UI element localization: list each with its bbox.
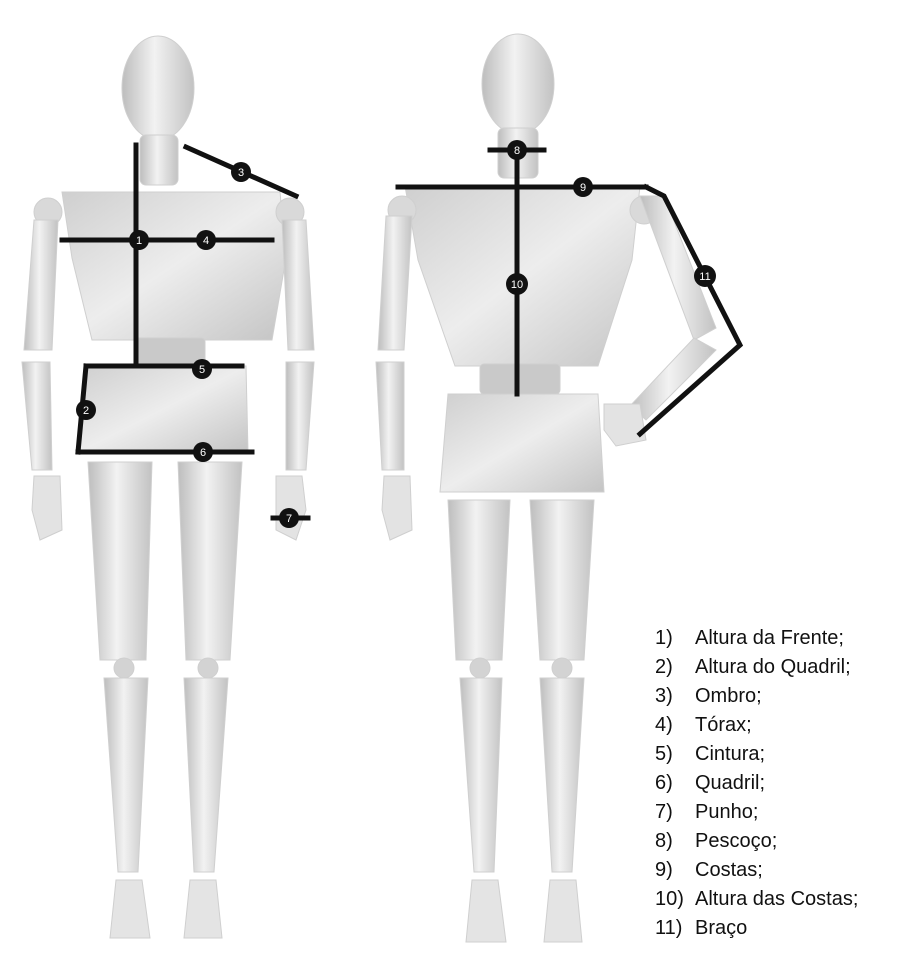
front-neck bbox=[140, 135, 178, 185]
legend-number: 11) bbox=[655, 914, 695, 943]
svg-text:3: 3 bbox=[238, 167, 244, 179]
back-right-foot bbox=[544, 880, 582, 942]
back-right-knee bbox=[552, 658, 572, 678]
front-right-foot bbox=[184, 880, 222, 938]
legend-item: 8)Pescoço; bbox=[655, 827, 902, 856]
legend-label: Cintura; bbox=[695, 740, 765, 769]
marker-5: 5 bbox=[192, 359, 212, 379]
legend-label: Braço bbox=[695, 914, 747, 943]
back-right-hand bbox=[604, 404, 646, 446]
back-pelvis bbox=[440, 394, 604, 492]
marker-7: 7 bbox=[279, 508, 299, 528]
front-waist bbox=[135, 338, 205, 366]
front-left-hand bbox=[32, 476, 62, 540]
legend-item: 10)Altura das Costas; bbox=[655, 885, 902, 914]
front-right-upper-arm bbox=[282, 220, 314, 350]
front-chest bbox=[62, 192, 286, 340]
svg-text:2: 2 bbox=[83, 405, 89, 417]
marker-4: 4 bbox=[196, 230, 216, 250]
legend-label: Altura das Costas; bbox=[695, 885, 858, 914]
legend-item: 4)Tórax; bbox=[655, 711, 902, 740]
front-mannequin bbox=[22, 36, 314, 938]
legend-item: 6)Quadril; bbox=[655, 769, 902, 798]
svg-text:9: 9 bbox=[580, 182, 586, 194]
legend-number: 9) bbox=[655, 856, 695, 885]
front-left-knee bbox=[114, 658, 134, 678]
front-right-hand bbox=[276, 476, 306, 540]
front-right-shin bbox=[184, 678, 228, 872]
legend-item: 5)Cintura; bbox=[655, 740, 902, 769]
legend-label: Pescoço; bbox=[695, 827, 777, 856]
back-right-shin bbox=[540, 678, 584, 872]
legend-number: 2) bbox=[655, 653, 695, 682]
front-left-forearm bbox=[22, 362, 52, 470]
marker-6: 6 bbox=[193, 442, 213, 462]
svg-text:7: 7 bbox=[286, 513, 292, 525]
legend-item: 2)Altura do Quadril; bbox=[655, 653, 902, 682]
back-head bbox=[482, 34, 554, 134]
back-left-foot bbox=[466, 880, 506, 942]
front-head bbox=[122, 36, 194, 140]
marker-1: 1 bbox=[129, 230, 149, 250]
svg-text:4: 4 bbox=[203, 235, 209, 247]
marker-2: 2 bbox=[76, 400, 96, 420]
legend-number: 8) bbox=[655, 827, 695, 856]
legend-label: Tórax; bbox=[695, 711, 752, 740]
legend-item: 9)Costas; bbox=[655, 856, 902, 885]
back-left-hand bbox=[382, 476, 412, 540]
svg-text:6: 6 bbox=[200, 447, 206, 459]
marker-8: 8 bbox=[507, 140, 527, 160]
legend-number: 3) bbox=[655, 682, 695, 711]
legend-number: 5) bbox=[655, 740, 695, 769]
legend-label: Altura da Frente; bbox=[695, 624, 844, 653]
back-right-thigh bbox=[530, 500, 594, 660]
back-waist bbox=[480, 364, 560, 394]
back-left-shin bbox=[460, 678, 502, 872]
front-left-foot bbox=[110, 880, 150, 938]
back-left-knee bbox=[470, 658, 490, 678]
back-left-upper-arm bbox=[378, 216, 412, 350]
legend-label: Ombro; bbox=[695, 682, 762, 711]
front-right-knee bbox=[198, 658, 218, 678]
marker-3: 3 bbox=[231, 162, 251, 182]
marker-9: 9 bbox=[573, 177, 593, 197]
svg-text:11: 11 bbox=[699, 271, 710, 283]
svg-text:5: 5 bbox=[199, 364, 205, 376]
legend-label: Costas; bbox=[695, 856, 763, 885]
legend-item: 7)Punho; bbox=[655, 798, 902, 827]
front-right-thigh bbox=[178, 462, 242, 660]
legend-label: Quadril; bbox=[695, 769, 765, 798]
front-left-thigh bbox=[88, 462, 152, 660]
marker-10: 10 bbox=[506, 273, 528, 295]
legend-item: 11)Braço bbox=[655, 914, 902, 943]
legend-item: 1)Altura da Frente; bbox=[655, 624, 902, 653]
legend-number: 4) bbox=[655, 711, 695, 740]
legend-number: 6) bbox=[655, 769, 695, 798]
front-left-shin bbox=[104, 678, 148, 872]
front-right-forearm bbox=[286, 362, 314, 470]
measurement-legend: 1)Altura da Frente; 2)Altura do Quadril;… bbox=[655, 624, 902, 943]
front-left-upper-arm bbox=[24, 220, 58, 350]
marker-11: 11 bbox=[694, 265, 716, 287]
svg-text:10: 10 bbox=[511, 279, 523, 291]
legend-number: 10) bbox=[655, 885, 695, 914]
legend-label: Punho; bbox=[695, 798, 758, 827]
legend-item: 3)Ombro; bbox=[655, 682, 902, 711]
svg-text:8: 8 bbox=[514, 145, 520, 157]
svg-text:1: 1 bbox=[136, 235, 142, 247]
back-left-thigh bbox=[448, 500, 510, 660]
legend-label: Altura do Quadril; bbox=[695, 653, 851, 682]
front-pelvis bbox=[80, 366, 248, 452]
back-left-forearm bbox=[376, 362, 404, 470]
legend-number: 1) bbox=[655, 624, 695, 653]
legend-number: 7) bbox=[655, 798, 695, 827]
